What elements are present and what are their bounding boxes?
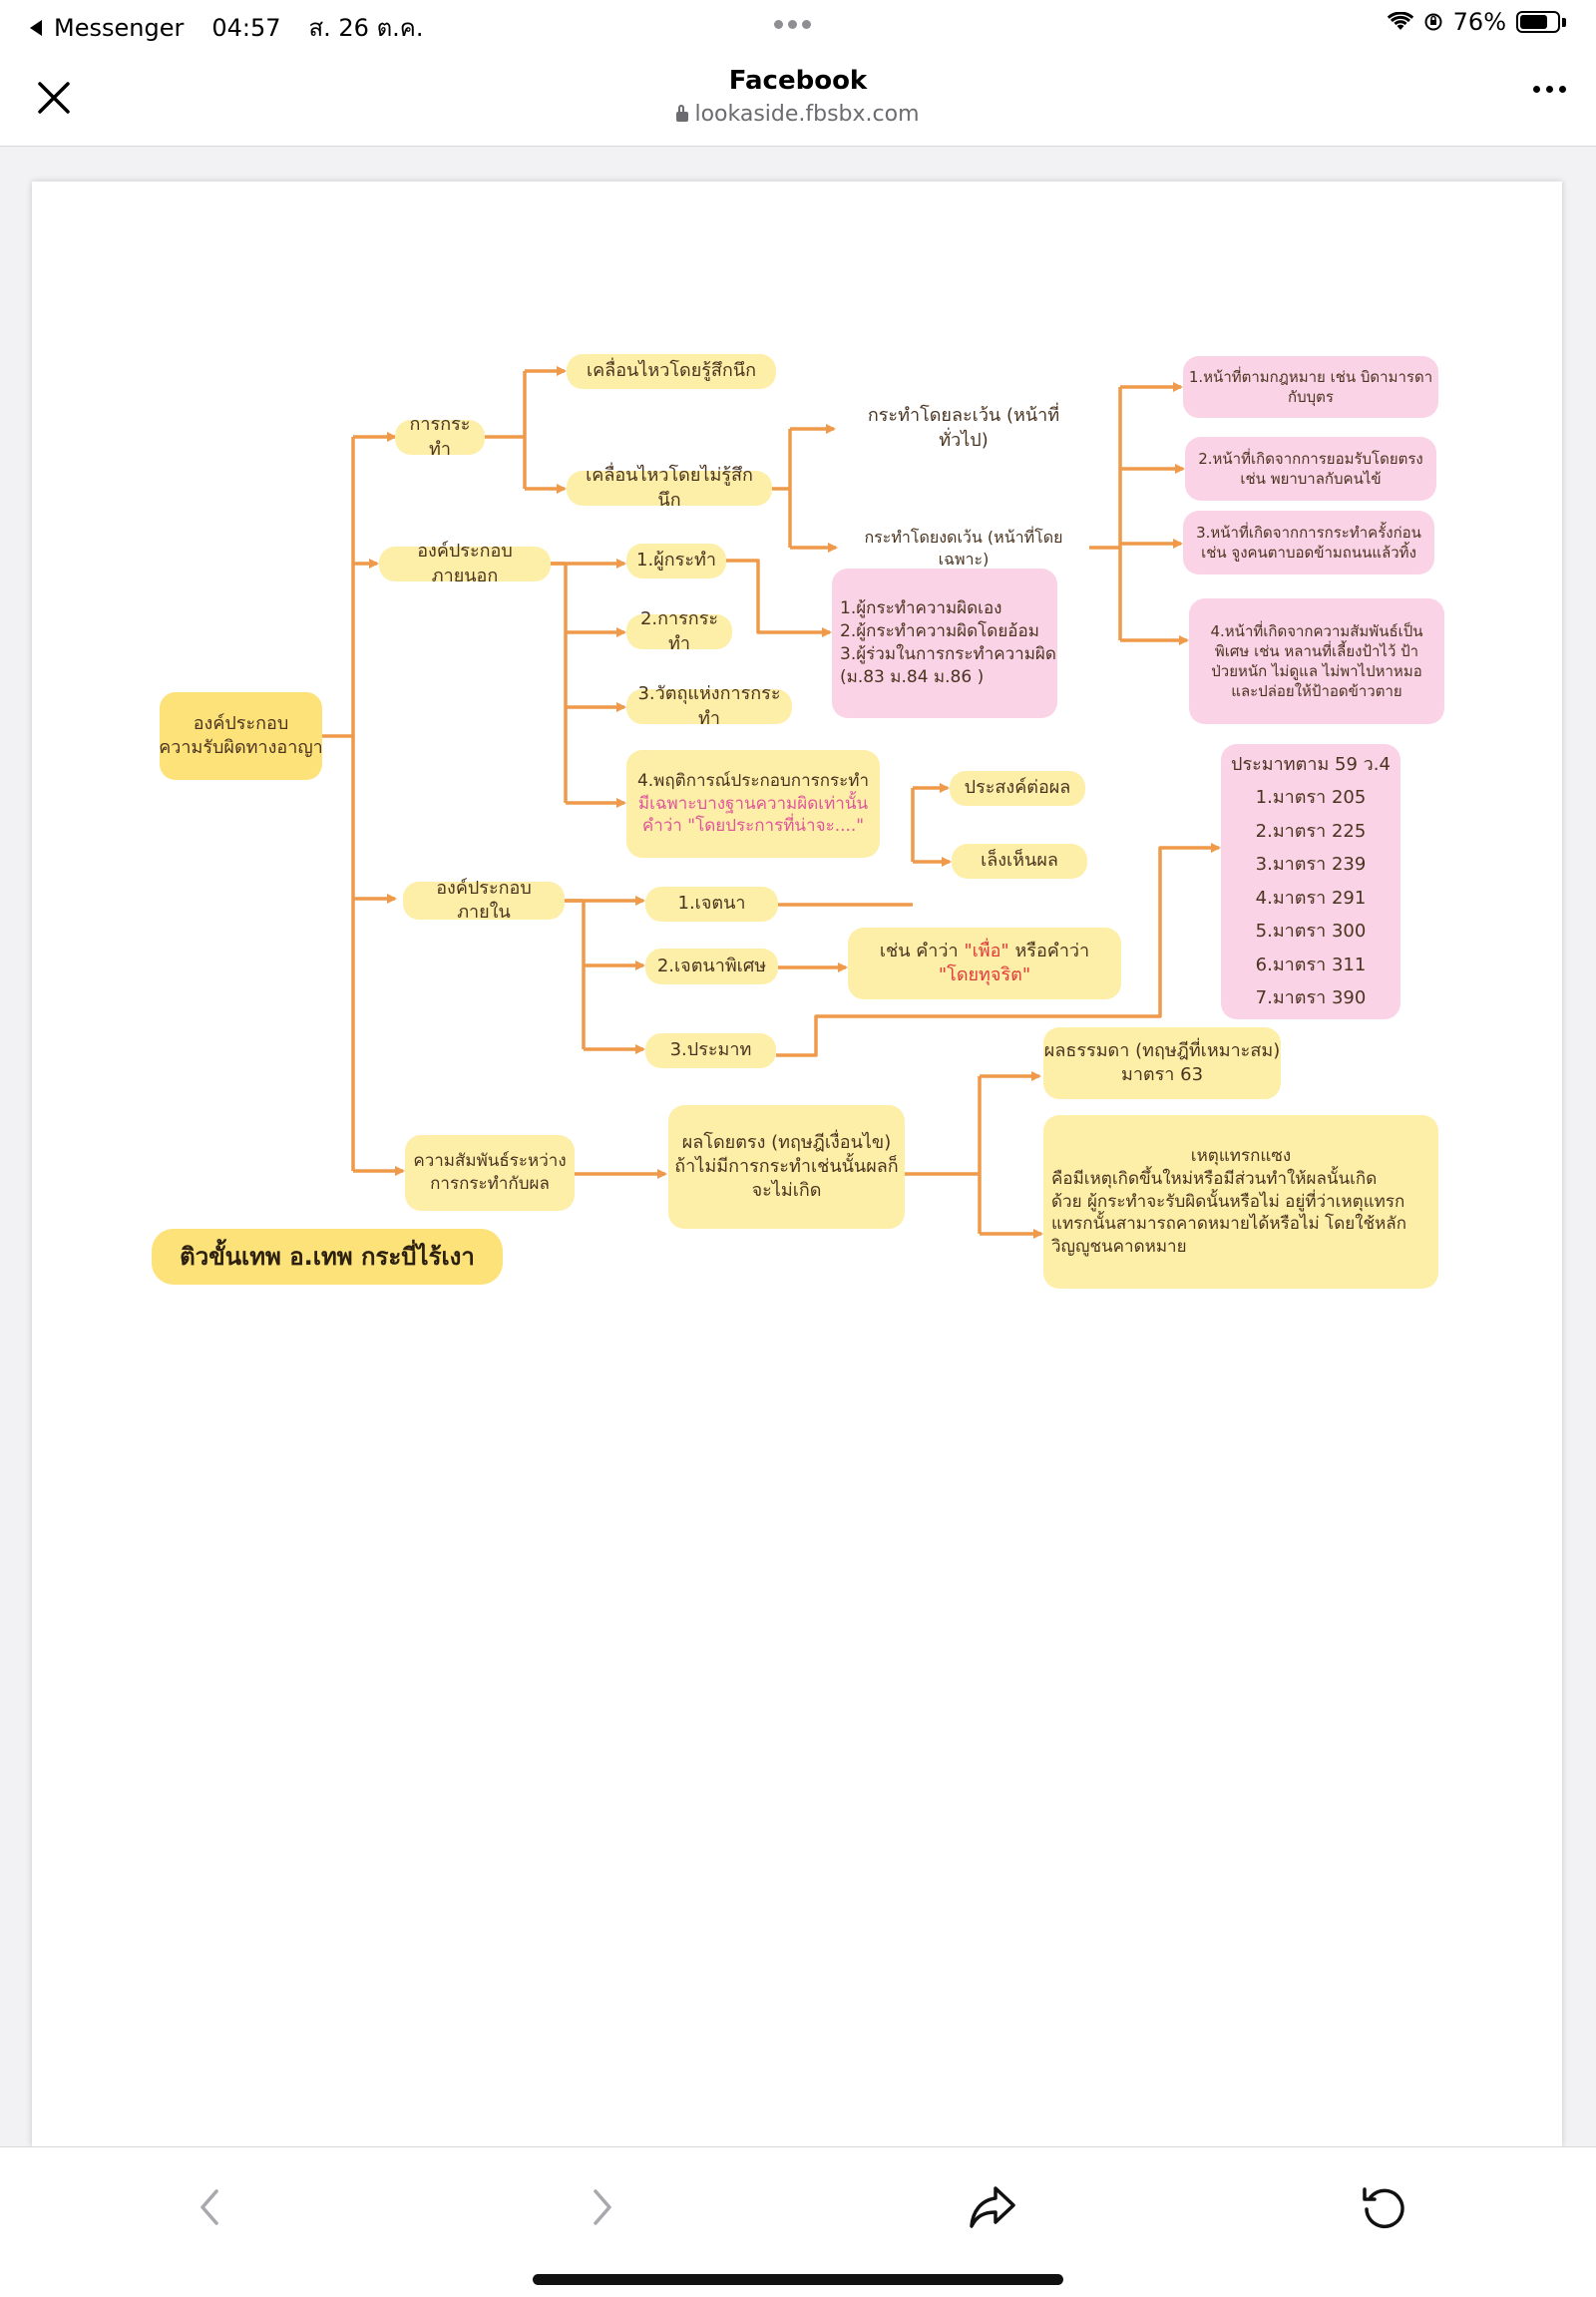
browser-toolbar	[0, 2146, 1596, 2297]
action-node: การกระทำ	[395, 414, 485, 460]
external-node: องค์ประกอบภายนอก	[379, 541, 551, 586]
more-button[interactable]	[1533, 86, 1566, 93]
status-left[interactable]: Messenger 04:57 ส. 26 ต.ค.	[30, 8, 423, 47]
duty-node-3: 3.หน้าที่เกิดจากการกระทำครั้งก่อนเช่น จู…	[1183, 511, 1434, 574]
internal-node: องค์ประกอบภายใน	[403, 878, 565, 923]
battery-percent: 76%	[1452, 8, 1506, 36]
natural-result-node: ผลธรรมดา (ทฤษฎีที่เหมาะสม)มาตรา 63	[1043, 1027, 1281, 1099]
negligence-sections-node: ประมาทตาม 59 ว.4 1.มาตรา 205 2.มาตรา 225…	[1221, 744, 1400, 1019]
status-bar: Messenger 04:57 ส. 26 ต.ค. 76%	[0, 0, 1596, 46]
causation-node: ความสัมพันธ์ระหว่างการกระทำกับผล	[405, 1135, 575, 1211]
ext-action-node: 2.การกระทำ	[626, 608, 732, 654]
status-date: ส. 26 ต.ค.	[308, 14, 424, 42]
battery-icon	[1516, 11, 1560, 33]
ext-circumstance-node: 4.พฤติการณ์ประกอบการกระทำ มีเฉพาะบางฐานค…	[626, 750, 880, 858]
status-time: 04:57	[211, 13, 281, 42]
back-app-label[interactable]: Messenger	[54, 13, 185, 42]
forward-button[interactable]	[573, 2177, 632, 2237]
lock-icon	[676, 104, 689, 122]
chevron-left-icon[interactable]	[195, 2187, 224, 2227]
home-indicator[interactable]	[533, 2274, 1063, 2285]
page-url: lookaside.fbsbx.com	[0, 102, 1596, 127]
reload-button[interactable]	[1355, 2177, 1414, 2237]
move-unconscious-node: เคลื่อนไหวโดยไม่รู้สึกนึก	[567, 465, 772, 511]
duty-node-1: 1.หน้าที่ตามกฎหมาย เช่น บิดามารดากับบุตร	[1183, 356, 1438, 418]
direct-result-node: ผลโดยตรง (ทฤษฎีเงื่อนไข)ถ้าไม่มีการกระทำ…	[668, 1105, 905, 1229]
move-conscious-node: เคลื่อนไหวโดยรู้สึกนึก	[567, 354, 776, 389]
status-right: 76%	[1387, 8, 1566, 36]
intent-direct-node: ประสงค์ต่อผล	[950, 771, 1085, 806]
ext-actor-node: 1.ผู้กระทำ	[626, 544, 726, 578]
orientation-lock-icon	[1424, 13, 1442, 31]
chevron-right-icon[interactable]	[588, 2187, 617, 2227]
int-intent-node: 1.เจตนา	[645, 887, 778, 922]
duty-node-2: 2.หน้าที่เกิดจากการยอมรับโดยตรงเช่น พยาบ…	[1185, 437, 1436, 501]
share-button[interactable]	[963, 2177, 1022, 2237]
reload-icon[interactable]	[1361, 2183, 1408, 2231]
duty-node-4: 4.หน้าที่เกิดจากความสัมพันธ์เป็นพิเศษ เช…	[1189, 598, 1444, 724]
int-special-intent-node: 2.เจตนาพิเศษ	[645, 949, 778, 984]
close-icon[interactable]	[37, 81, 71, 115]
battery-tip	[1562, 17, 1566, 27]
tutor-badge: ติวขั้นเทพ อ.เทพ กระบี่ไร้เงา	[152, 1229, 503, 1285]
close-button[interactable]	[30, 74, 78, 122]
int-negligence-node: 3.ประมาท	[645, 1033, 776, 1068]
omission-special-node: กระทำโดยงดเว้น (หน้าที่โดยเฉพาะ)	[838, 528, 1089, 569]
back-button[interactable]	[180, 2177, 239, 2237]
browser-header: Facebook lookaside.fbsbx.com	[0, 46, 1596, 147]
intervening-cause-node: เหตุแทรกแซง คือมีเหตุเกิดขึ้นใหม่หรือมีส…	[1043, 1115, 1438, 1289]
ext-object-node: 3.วัตถุแห่งการกระทำ	[626, 683, 792, 729]
page-url-text: lookaside.fbsbx.com	[694, 102, 920, 127]
wifi-icon	[1387, 12, 1413, 30]
intent-foresee-node: เล็งเห็นผล	[952, 844, 1087, 879]
share-icon[interactable]	[968, 2184, 1017, 2230]
special-intent-example-node: เช่น คำว่า "เพื่อ" หรือคำว่า "โดยทุจริต"	[848, 928, 1121, 999]
title-block: Facebook lookaside.fbsbx.com	[0, 66, 1596, 127]
root-node: องค์ประกอบความรับผิดทางอาญา	[159, 692, 323, 780]
multitask-dots-icon[interactable]	[774, 20, 811, 29]
omission-general-node: กระทำโดยละเว้น (หน้าที่ทั่วไป)	[836, 405, 1091, 451]
page-title: Facebook	[728, 66, 868, 96]
back-to-app-icon[interactable]	[30, 19, 42, 36]
